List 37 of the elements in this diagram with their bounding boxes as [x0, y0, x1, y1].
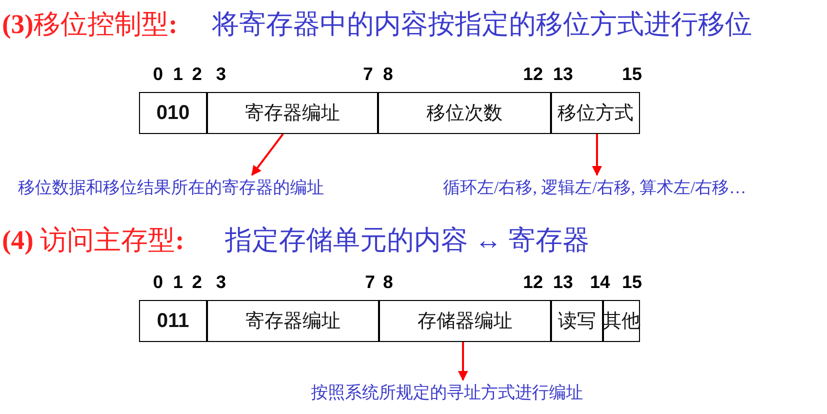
bit-number: 15	[620, 272, 644, 293]
bit-number: 1	[172, 272, 184, 293]
bit-number: 7	[364, 272, 376, 293]
heading-text: (4) 访问主存型:	[2, 224, 184, 257]
field-cell: 存储器编址	[379, 300, 551, 342]
opcode-cell: 011	[139, 300, 207, 342]
annotation-text: 移位数据和移位结果所在的寄存器的编址	[18, 176, 388, 202]
field-cell: 读写	[551, 300, 603, 342]
field-cell: 移位方式	[551, 92, 640, 134]
bit-number: 2	[190, 64, 203, 85]
bit-number: 0	[152, 64, 164, 85]
arrow	[592, 134, 602, 176]
bit-number: 12	[522, 272, 544, 293]
field-cell: 移位次数	[378, 92, 551, 134]
bit-number: 0	[152, 272, 164, 293]
arrow	[251, 133, 284, 176]
heading-text: 指定存储单元的内容 ↔ 寄存器	[225, 224, 590, 257]
heading-text: (3)移位控制型:	[2, 8, 178, 41]
opcode-cell: 010	[139, 92, 207, 134]
bit-number: 2	[190, 272, 203, 293]
bit-number: 8	[382, 272, 394, 293]
arrow	[458, 342, 468, 381]
bit-number: 15	[620, 64, 644, 85]
field-cell: 寄存器编址	[207, 92, 378, 134]
bit-number: 12	[522, 64, 544, 85]
bit-number: 13	[552, 64, 574, 85]
bit-number: 3	[214, 272, 227, 293]
field-cell: 寄存器编址	[207, 300, 379, 342]
bit-number: 14	[588, 272, 612, 293]
bit-number: 7	[362, 64, 374, 85]
bit-number: 1	[172, 64, 184, 85]
heading-text: 将寄存器中的内容按指定的移位方式进行移位	[212, 8, 752, 41]
annotation-text: 按照系统所规定的寻址方式进行编址	[311, 381, 641, 407]
bit-number: 3	[214, 64, 227, 85]
bit-number: 13	[552, 272, 574, 293]
annotation-text: 循环左/右移, 逻辑左/右移, 算术左/右移…	[443, 176, 823, 202]
bit-number: 8	[382, 64, 394, 85]
